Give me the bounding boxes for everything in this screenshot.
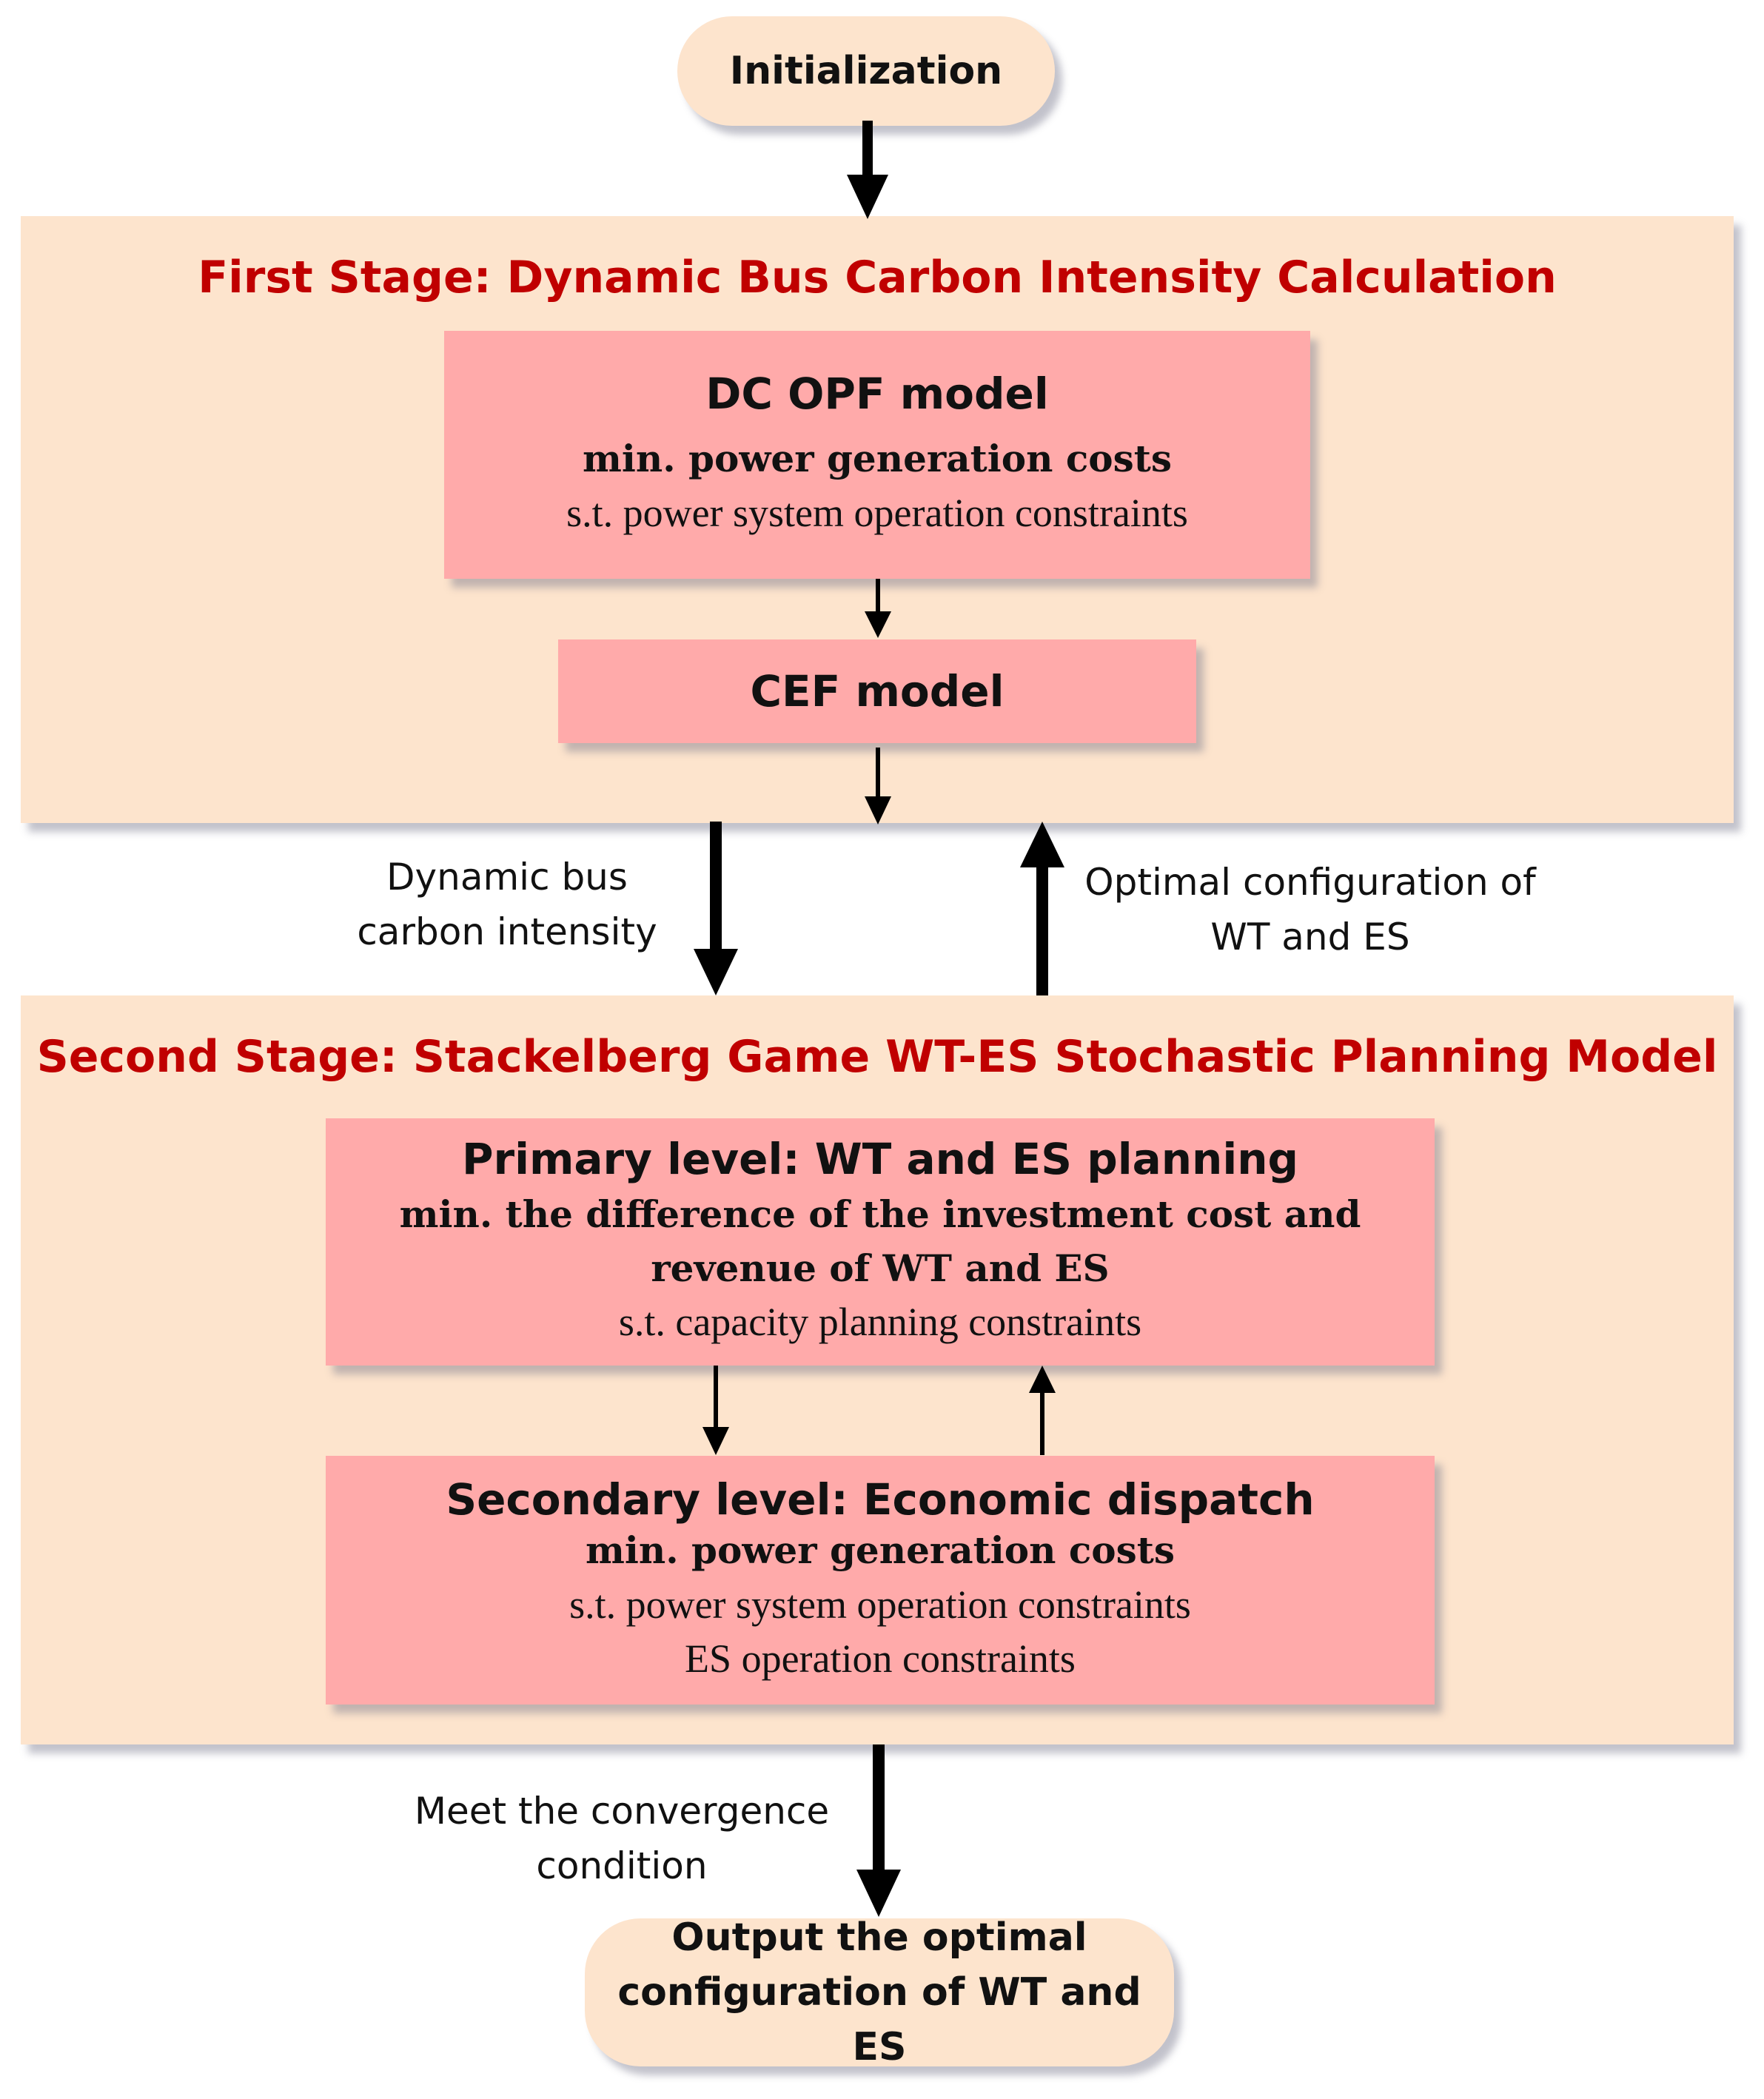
- cef-model-box: CEF model: [558, 639, 1196, 743]
- output-label-line1: Output the optimal: [671, 1915, 1087, 1960]
- output-label-line2: configuration of WT and ES: [617, 1970, 1141, 2069]
- primary-level-title: Primary level: WT and ES planning: [461, 1133, 1299, 1184]
- output-node: Output the optimal configuration of WT a…: [585, 1915, 1174, 2069]
- first-stage-title: First Stage: Dynamic Bus Carbon Intensit…: [198, 252, 1557, 303]
- initialization-node: Initialization: [677, 16, 1055, 126]
- second-stage-panel: Second Stage: Stackelberg Game WT-ES Sto…: [21, 995, 1734, 1744]
- arrow-primary-to-secondary: [702, 1366, 729, 1455]
- initialization-label: Initialization: [729, 49, 1003, 93]
- arrow-first-to-second-stage: [694, 822, 738, 995]
- secondary-constraint-1: s.t. power system operation constraints: [569, 1582, 1191, 1627]
- arrow-cef-down: [865, 748, 891, 825]
- dc-opf-objective: min. power generation costs: [582, 437, 1173, 481]
- primary-constraint: s.t. capacity planning constraints: [618, 1300, 1142, 1345]
- secondary-objective: min. power generation costs: [585, 1528, 1176, 1573]
- arrow-second-stage-to-output: [856, 1744, 901, 1917]
- dc-opf-title: DC OPF model: [705, 369, 1049, 420]
- primary-objective-line2: revenue of WT and ES: [651, 1246, 1110, 1290]
- secondary-level-title: Secondary level: Economic dispatch: [446, 1474, 1315, 1525]
- secondary-level-box: Secondary level: Economic dispatch min. …: [326, 1456, 1435, 1705]
- secondary-constraint-2: ES operation constraints: [685, 1636, 1076, 1681]
- arrow-second-to-first-stage: [1020, 822, 1064, 995]
- dc-opf-constraint: s.t. power system operation constraints: [566, 490, 1188, 535]
- primary-objective-line1: min. the difference of the investment co…: [399, 1192, 1361, 1237]
- dynamic-bus-carbon-intensity-label: Dynamic bus carbon intensity: [357, 856, 657, 953]
- convergence-condition-label: Meet the convergence condition: [414, 1790, 830, 1887]
- optimal-configuration-label: Optimal configuration of WT and ES: [1084, 861, 1536, 958]
- primary-level-box: Primary level: WT and ES planning min. t…: [326, 1118, 1435, 1366]
- first-stage-panel: First Stage: Dynamic Bus Carbon Intensit…: [21, 216, 1734, 823]
- arrow-dcopf-to-cef: [865, 579, 891, 638]
- dc-opf-model-box: DC OPF model min. power generation costs…: [444, 331, 1310, 579]
- arrow-secondary-to-primary: [1029, 1366, 1056, 1455]
- second-stage-title: Second Stage: Stackelberg Game WT-ES Sto…: [36, 1031, 1718, 1083]
- arrow-init-to-first-stage: [847, 121, 888, 219]
- cef-title: CEF model: [750, 665, 1005, 716]
